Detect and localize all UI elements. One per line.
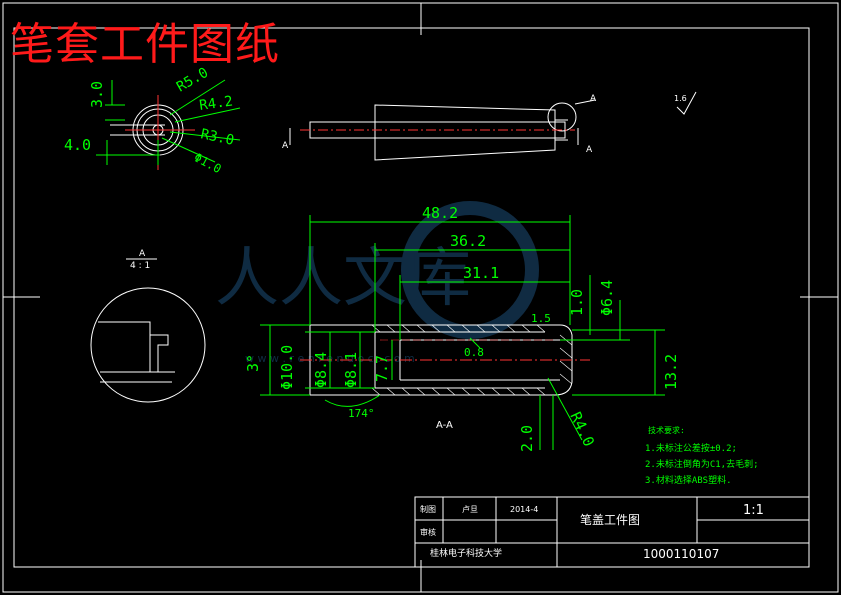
dim-phi6-4: Φ6.4 [598,280,616,316]
tech-heading: 技术要求: [648,425,685,435]
page-title: 笔套工件图纸 [10,19,280,70]
tech-item-3: 3.材料选择ABS塑料. [645,474,732,486]
dim-2-0: 2.0 [518,425,536,452]
tech-requirements: 技术要求: 1.未标注公差按±0.2; 2.未标注倒角为C1,去毛刺; 3.材料… [645,425,759,486]
roughness-value: 1.6 [674,94,687,103]
dim-r4-2: R4.2 [198,93,234,114]
dim-31-1: 31.1 [463,264,499,282]
side-view: A A A 1.6 [282,91,697,161]
dim-phi10: Φ10.0 [278,345,296,390]
dim-36-2: 36.2 [450,232,486,250]
part-name: 笔盖工件图 [580,512,640,527]
dim-174deg: 174° [348,407,375,420]
section-dim-lines [260,215,665,450]
section-mark-left: A [282,141,289,151]
dim-3deg: 3° [244,354,262,372]
dim-r3: R3.0 [199,126,235,149]
dim-7-7: 7.7 [373,355,391,382]
dim-48-2: 48.2 [422,204,458,222]
end-view: 3.0 4.0 R5.0 R4.2 R3.0 Φ1.0 [64,65,241,176]
title-block: 制图 卢旦 2014-4 审核 笔盖工件图 1:1 桂林电子科技大学 10001… [414,496,810,568]
dim-phi8-4: Φ8.4 [312,352,330,388]
school-name: 桂林电子科技大学 [430,547,502,559]
dim-1-0: 1.0 [568,289,586,316]
detail-callout: A [590,94,597,104]
drawing-date: 2014-4 [510,505,538,514]
dim-4-0: 4.0 [64,136,91,154]
detail-scale: 4 : 1 [130,261,150,271]
roughness-symbol: 1.6 [674,91,697,115]
drawing-code: 1000110107 [643,547,719,561]
dim-phi1: Φ1.0 [192,150,224,176]
detail-label: A [139,249,146,259]
watermark-text: 人人文库 [215,242,471,316]
checker-label: 审核 [420,527,436,537]
section-mark-right: A [586,145,593,155]
dim-0-8: 0.8 [464,346,484,359]
detail-view: A 4 : 1 [90,249,206,403]
section-label: A-A [436,420,453,431]
designer-name: 卢旦 [462,504,478,514]
dim-1-5: 1.5 [531,312,551,325]
dim-3-0: 3.0 [88,81,106,108]
dim-r4-0: R4.0 [566,409,598,449]
center-marks [3,3,838,592]
dim-phi8-1: Φ8.1 [342,352,360,388]
dim-13-2: 13.2 [662,354,680,390]
drawing-scale: 1:1 [743,503,764,518]
tech-item-2: 2.未标注倒角为C1,去毛刺; [645,458,759,470]
tech-item-1: 1.未标注公差按±0.2; [645,442,737,454]
designer-label: 制图 [420,504,436,514]
